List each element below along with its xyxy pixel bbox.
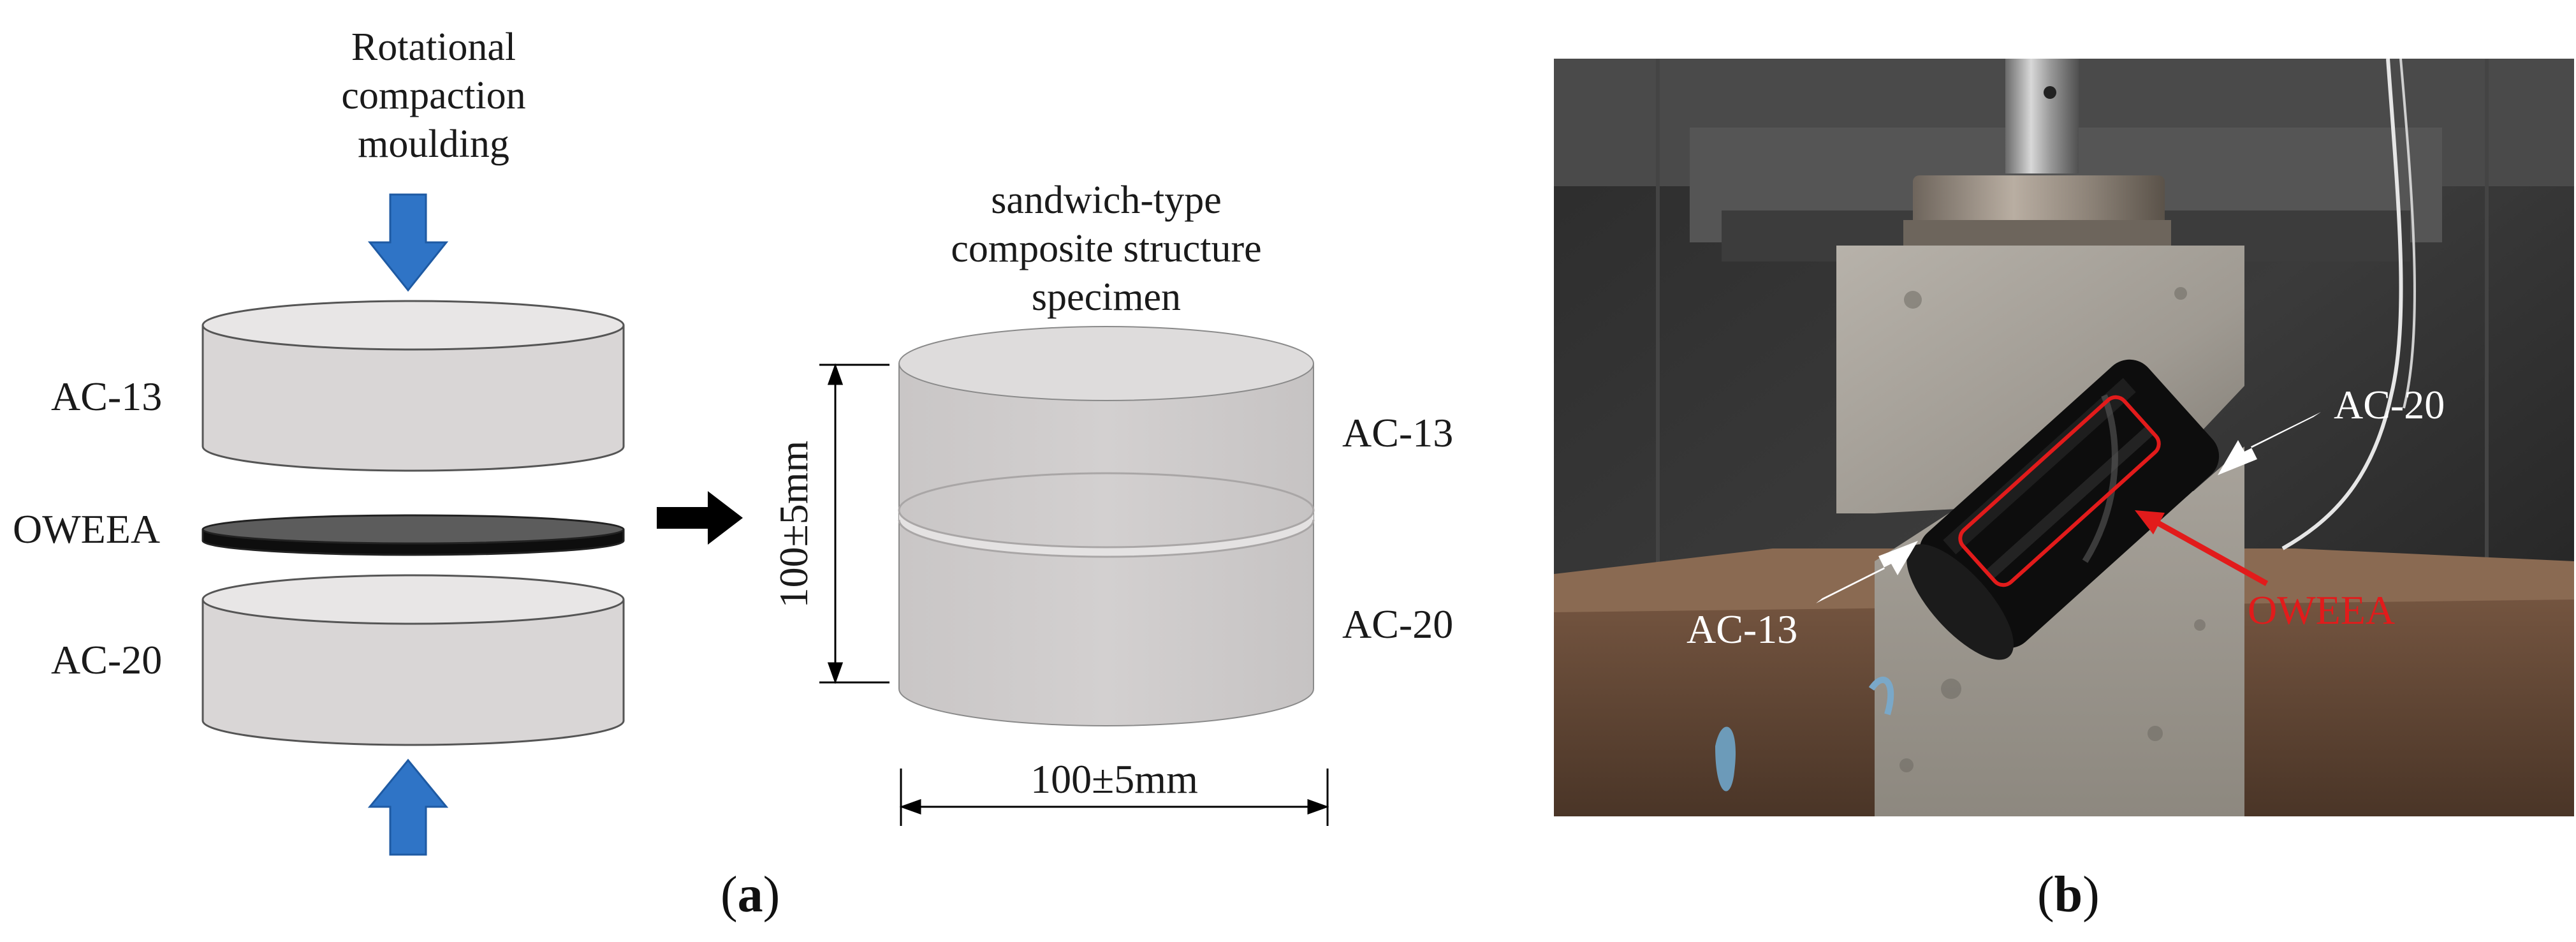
specimen-ac20-label: AC-20 — [1342, 601, 1454, 647]
caption-b: (b) — [2037, 867, 2100, 923]
oweea-label: OWEEA — [13, 506, 161, 552]
compaction-arrow-bottom-icon — [367, 758, 449, 856]
caption-a-letter: a — [737, 867, 763, 923]
specimen-label-line-1: sandwich-type — [991, 179, 1222, 222]
compaction-label-line-3: moulding — [358, 122, 509, 166]
panel-a-drawing — [201, 193, 1329, 856]
specimen-label-line-2: composite structure — [951, 227, 1262, 270]
oweea-highlight-box — [1958, 395, 2161, 587]
caption-a: (a) — [721, 867, 780, 923]
oweea-disc — [201, 514, 625, 556]
photo-ac13-label: AC-13 — [1687, 607, 1798, 652]
ac13-cylinder — [201, 300, 625, 472]
ac13-arrow-icon — [1816, 541, 1918, 603]
compaction-arrow-top-icon — [367, 193, 449, 292]
ac13-label: AC-13 — [51, 374, 163, 419]
ac20-cylinder — [201, 574, 625, 746]
oweea-arrow-icon — [2135, 510, 2269, 586]
height-dimension-line — [819, 363, 889, 684]
compaction-label: Rotational compaction moulding — [300, 23, 567, 168]
diameter-dimension-line — [899, 769, 1329, 826]
compaction-label-line-1: Rotational — [351, 26, 516, 69]
photo-oweea-label: OWEEA — [2248, 587, 2396, 633]
specimen-label-line-3: specimen — [1031, 276, 1182, 319]
ac20-label: AC-20 — [51, 637, 163, 682]
specimen-label: sandwich-type composite structure specim… — [899, 176, 1314, 321]
caption-b-letter: b — [2054, 867, 2083, 923]
ac20-arrow-icon — [2218, 412, 2321, 475]
diameter-dimension-label: 100±5mm — [1030, 756, 1198, 802]
process-arrow-icon — [657, 491, 743, 545]
specimen-ac13-label: AC-13 — [1342, 410, 1454, 455]
compaction-label-line-2: compaction — [341, 74, 526, 117]
composite-specimen — [898, 326, 1315, 726]
photo-ac20-label: AC-20 — [2334, 382, 2445, 427]
